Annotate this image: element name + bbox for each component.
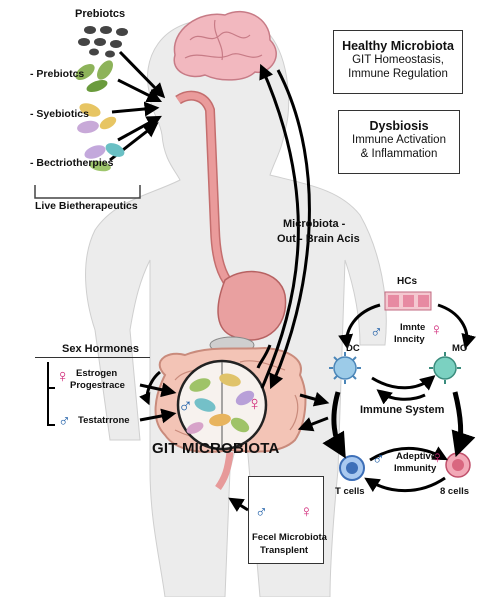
male-symbol-adaptive: ♂ — [372, 449, 385, 468]
dc-cell-icon — [329, 352, 361, 384]
hormone-bracket — [47, 362, 55, 426]
t-cells-label: T cells — [335, 486, 365, 497]
dysbiosis-title: Dysbiosis — [369, 119, 429, 133]
live-bracket — [34, 185, 141, 199]
probiotic-bacteria — [75, 60, 113, 93]
dysbiosis-line1: Immune Activation — [352, 134, 446, 146]
hcs-label: HCs — [397, 276, 418, 287]
fmt-arrow — [228, 497, 249, 512]
innate-label-1: Imnte — [400, 322, 426, 333]
innate-label-2: Inncity — [394, 334, 425, 345]
male-symbol-fmt: ♂ — [255, 502, 268, 521]
estrogen-label: Estrogen — [76, 368, 118, 379]
git-microbiota-title: GIT MICROBIOTA — [152, 440, 280, 457]
bacteriotherapies-label: - Bectriotherpies — [30, 157, 114, 169]
male-symbol-testosterone: ♂ — [58, 411, 71, 430]
bacteriotherapy-bacteria — [84, 143, 125, 172]
fmt-line1: Fecel Microbiota — [252, 532, 327, 543]
immune-system-label: Immune System — [360, 404, 445, 416]
healthy-microbiota-box: Healthy Microbiota GIT Homeostasis, Immu… — [333, 30, 463, 94]
hcs-cells — [384, 291, 432, 311]
female-symbol-fmt: ♀ — [300, 502, 313, 521]
dysbiosis-line2: & Inflammation — [360, 148, 438, 160]
synbiotic-bacteria — [77, 103, 117, 134]
sex-hormones-title: Sex Hormones — [62, 343, 140, 355]
mo-label: MO — [452, 343, 468, 354]
healthy-line2: Immune Regulation — [348, 68, 448, 80]
dc-label: DC — [346, 343, 360, 354]
probiotics-label: - Prebiotcs — [30, 68, 85, 80]
female-symbol-innate: ♀ — [430, 320, 443, 339]
live-biotherapeutics-label: Live Bietherapeutics — [35, 200, 138, 212]
sex-hormones-underline — [35, 357, 150, 358]
gut-immune-arrows — [139, 344, 330, 432]
b-cell-icon — [445, 452, 471, 478]
male-symbol-gut: ♂ — [178, 395, 193, 417]
female-symbol-gut: ♀ — [247, 393, 262, 415]
female-symbol-estrogen: ♀ — [56, 366, 70, 386]
male-symbol-innate: ♂ — [370, 322, 383, 341]
gut-brain-arrows — [259, 63, 311, 390]
immune-cycle-arrows — [322, 303, 476, 493]
testosterone-label: Testatrrone — [78, 415, 130, 426]
prebiotics-top-label: Prebiotcs — [75, 8, 126, 20]
adaptive-label-1: Adeptive — [396, 451, 437, 462]
fmt-box — [248, 476, 324, 564]
axis-label-2: Out - Brain Acis — [277, 233, 360, 245]
bacteria-in-circle — [186, 373, 255, 434]
progesterone-label: Progestrace — [70, 380, 125, 391]
prebiotic-dots — [78, 26, 128, 58]
b-cells-label: 8 cells — [440, 486, 470, 497]
female-symbol-adaptive: ♀ — [431, 448, 444, 467]
hormone-arrows — [139, 382, 177, 424]
healthy-line1: GIT Homeostasis, — [352, 54, 444, 66]
synbiotics-label: - Syebiotics — [30, 108, 89, 120]
axis-label-1: Microbiota - — [283, 218, 346, 230]
brain-icon — [173, 10, 277, 81]
mo-cell-icon — [429, 352, 461, 384]
adaptive-label-2: Immunity — [394, 463, 437, 474]
healthy-title: Healthy Microbiota — [342, 39, 454, 53]
t-cell-icon — [339, 455, 365, 481]
fmt-line2: Transplent — [260, 545, 309, 556]
dysbiosis-box: Dysbiosis Immune Activation & Inflammati… — [338, 110, 460, 174]
